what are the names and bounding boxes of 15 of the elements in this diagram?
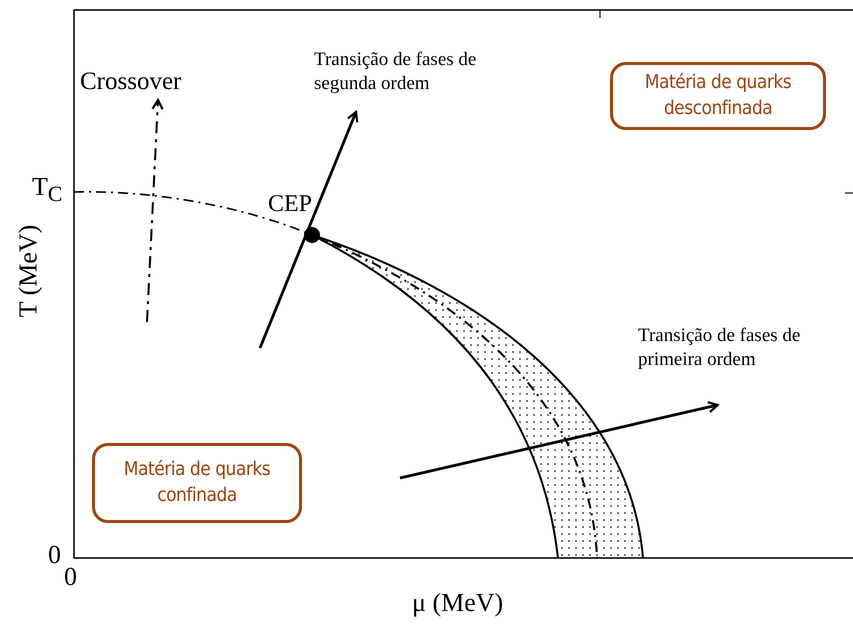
point-label: CEP [268, 191, 312, 218]
axis-tick-label: 0 [48, 540, 61, 570]
annotation-label: Crossover [80, 66, 220, 100]
arrow [146, 98, 164, 322]
region-label-box: Matéria de quarks confinada [92, 443, 302, 523]
arrow [400, 401, 719, 480]
axis-tick-label: 0 [64, 562, 77, 592]
axis-tick-label: T$_{C}$ [32, 172, 62, 208]
annotation-label: Transição de fases de primeira ordem [638, 324, 834, 405]
axis-title: μ (MeV) [412, 588, 504, 618]
annotation-label: Transição de fases de segunda ordem [314, 48, 504, 112]
axis-title: T (MeV) [13, 224, 44, 318]
arrow [258, 110, 358, 349]
critical-point-dot [304, 227, 320, 243]
region-label-box: Matéria de quarks desconfinada [610, 62, 826, 130]
